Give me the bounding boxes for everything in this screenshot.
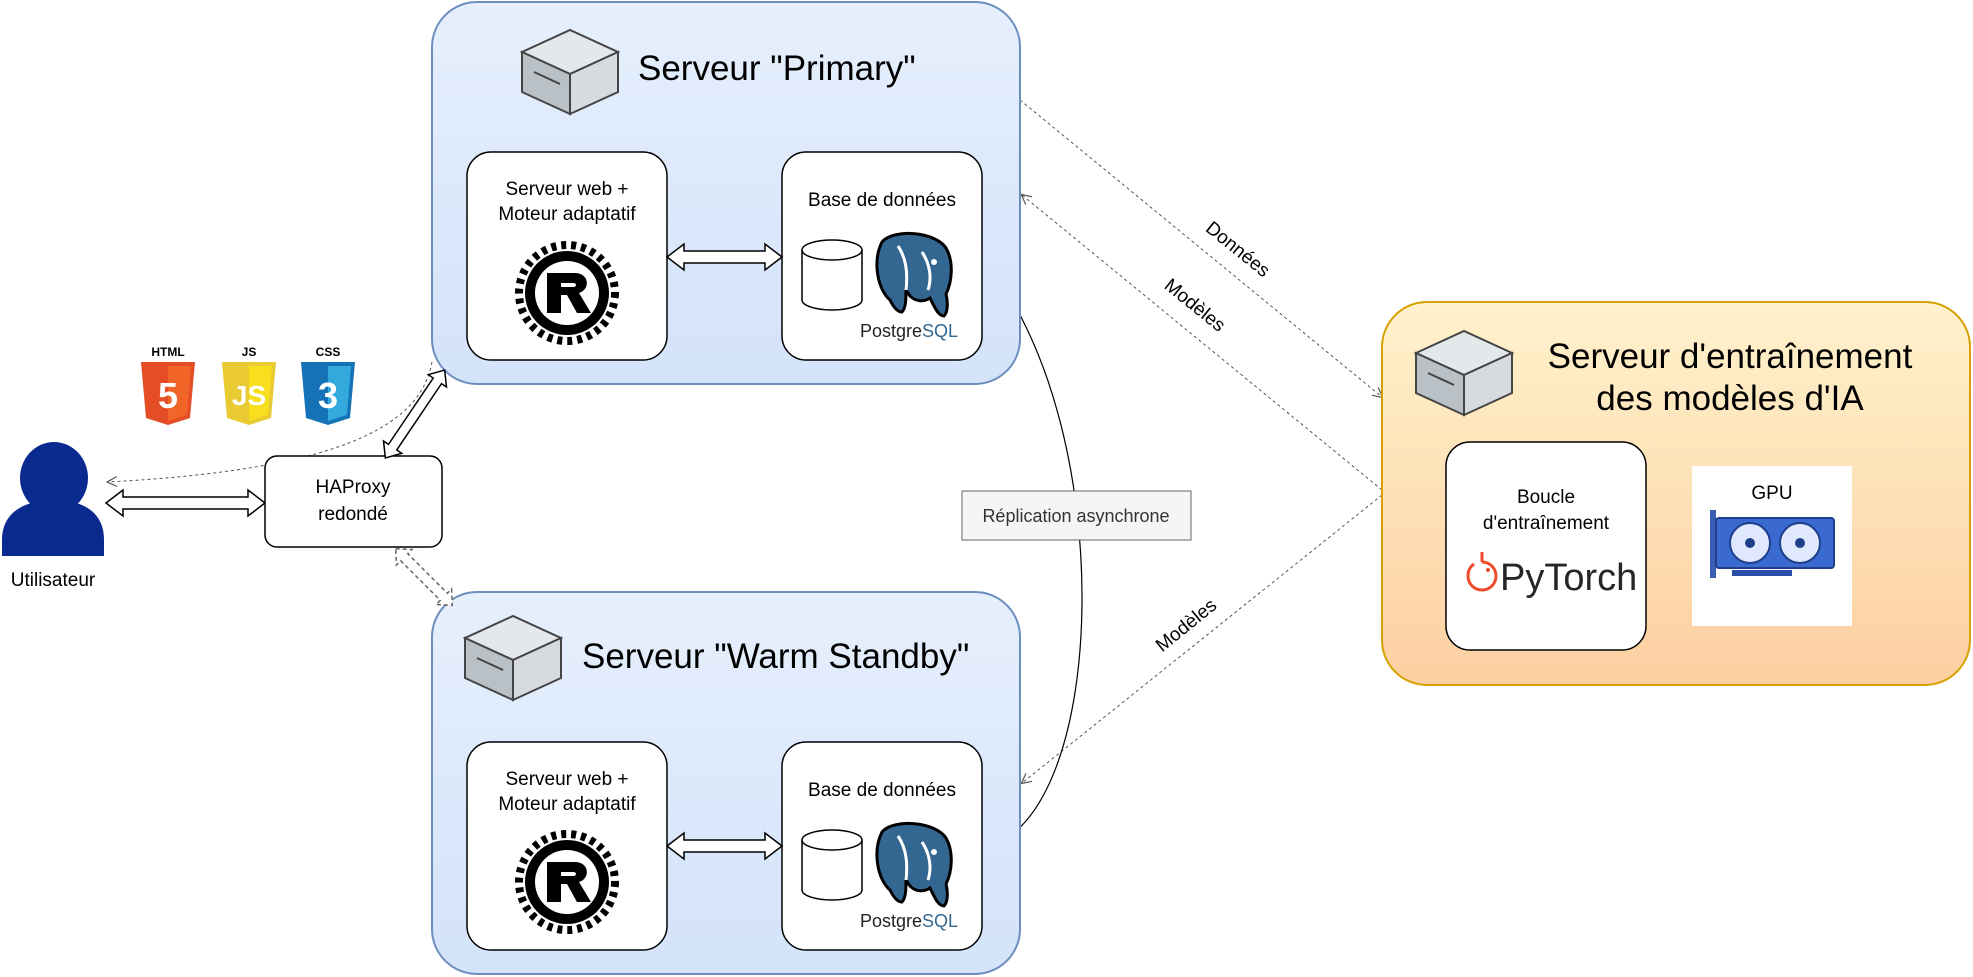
connections (108, 99, 1383, 851)
web-server-label-2: Moteur adaptatif (498, 794, 636, 815)
replication-label-text: Réplication asynchrone (982, 506, 1169, 526)
edge-modeles-bottom (1022, 494, 1383, 783)
pytorch-flame-icon (1466, 552, 1498, 592)
html5-badge: HTML 5 (141, 345, 195, 425)
user-haproxy-double-arrow (104, 488, 267, 518)
css3-badge: CSS 3 (301, 345, 355, 425)
training-title-2: des modèles d'IA (1596, 379, 1864, 418)
js-badge-mark: JS (232, 380, 266, 411)
edge-replication (981, 257, 1083, 851)
server-standby: Serveur "Warm Standby" Serveur web + Mot… (431, 591, 1021, 975)
database-cylinder-icon (801, 829, 863, 901)
tech-badges: HTML 5 JS JS CSS 3 (141, 345, 355, 425)
server-standby-title: Serveur "Warm Standby" (582, 637, 969, 676)
web-db-double-arrow (665, 831, 784, 861)
user-label: Utilisateur (11, 570, 96, 591)
web-db-double-arrow (665, 242, 784, 272)
css3-badge-label: CSS (316, 345, 341, 359)
server-primary: Serveur "Primary" Serveur web + Moteur a… (431, 1, 1021, 385)
gpu-card-icon (1710, 510, 1835, 578)
database-cylinder-icon (801, 239, 863, 311)
replication-label: Réplication asynchrone (961, 490, 1192, 541)
web-server-label-1: Serveur web + (505, 179, 628, 200)
training-loop-label-1: Boucle (1517, 487, 1575, 508)
edge-label-modeles-bottom: Modèles (1152, 595, 1221, 657)
css3-badge-number: 3 (318, 375, 338, 416)
gpu-label: GPU (1751, 483, 1792, 504)
haproxy-standby-double-arrow (394, 547, 454, 607)
haproxy-label-2: redondé (318, 504, 388, 525)
js-badge: JS JS (222, 345, 276, 425)
training-title-1: Serveur d'entraînement (1548, 337, 1913, 376)
postgresql-wordmark: PostgreSQL (860, 911, 958, 931)
edge-label-modeles-top: Modèles (1160, 275, 1229, 337)
edge-primary-to-user (108, 361, 433, 482)
server-training: Serveur d'entraînement des modèles d'IA … (1381, 301, 1971, 686)
edge-label-donnees: Données (1201, 218, 1273, 282)
edge-donnees (1019, 99, 1382, 397)
postgresql-wordmark: PostgreSQL (860, 321, 958, 341)
edge-modeles-top (1022, 195, 1383, 491)
replication-label-box (961, 490, 1192, 541)
pytorch-wordmark: PyTorch (1500, 557, 1637, 599)
haproxy-primary-double-arrow (382, 369, 448, 459)
haproxy: HAProxy redondé (264, 455, 443, 548)
database-label: Base de données (808, 780, 956, 801)
user: Utilisateur (2, 442, 104, 591)
training-loop-box (1445, 441, 1647, 651)
user-icon (2, 442, 104, 556)
html5-badge-number: 5 (158, 375, 178, 416)
database-label: Base de données (808, 190, 956, 211)
haproxy-label-1: HAProxy (316, 477, 391, 498)
web-server-label-1: Serveur web + (505, 769, 628, 790)
training-loop-label-2: d'entraînement (1483, 513, 1610, 534)
html5-badge-label: HTML (151, 345, 184, 359)
js-badge-label: JS (242, 345, 257, 359)
web-server-label-2: Moteur adaptatif (498, 204, 636, 225)
haproxy-box (264, 455, 443, 548)
server-primary-title: Serveur "Primary" (638, 49, 916, 88)
